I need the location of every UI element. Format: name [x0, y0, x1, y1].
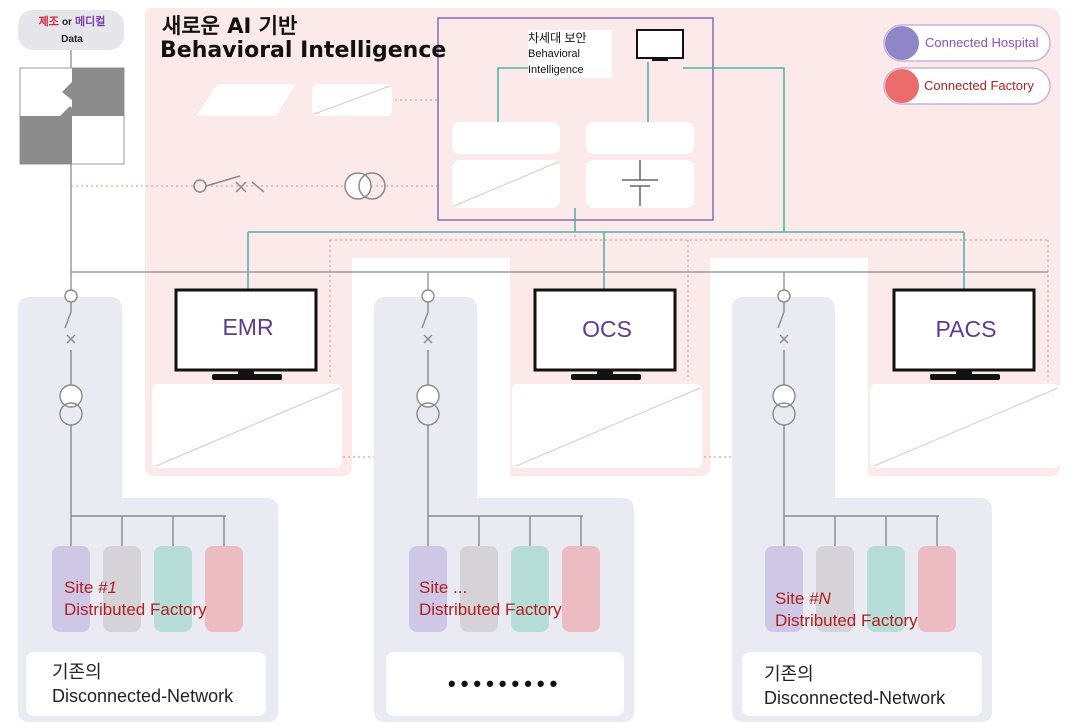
site-1-unit-3 [154, 546, 192, 632]
switch-icon [193, 175, 265, 193]
box-slot [586, 160, 694, 208]
network-1-line1: 기존의 [52, 662, 102, 682]
puzzle-icon [19, 67, 125, 165]
sketch-shapes [196, 84, 392, 116]
network-2-dots: ••••••••• [448, 671, 563, 696]
site-2-unit-2 [460, 546, 498, 632]
title-english: Behavioral Intelligence [160, 38, 447, 63]
legend-factory [883, 67, 1051, 105]
main-bus [70, 50, 1048, 290]
site-2-prefix: Site [419, 578, 454, 597]
network-3-label: 기존의 Disconnected-Network [764, 662, 945, 710]
center-box-line2: Behavioral [528, 48, 580, 60]
monitor-ocs-label: OCS [582, 316, 632, 342]
ai-region [145, 8, 1060, 476]
site-2-subtitle: Distributed Factory [419, 600, 562, 619]
transformer-icon [344, 172, 386, 200]
monitor-emr-label: EMR [222, 314, 274, 340]
monitor-emr [174, 288, 318, 380]
feeder-1 [59, 289, 226, 546]
site-3-suffix: #N [809, 589, 831, 608]
site-1-prefix: Site [64, 578, 99, 597]
site-3-unit-2 [816, 546, 854, 632]
monitor-ocs [533, 288, 677, 380]
site-2-unit-1 [409, 546, 447, 632]
site-1-unit-4 [205, 546, 243, 632]
server-panels [152, 384, 1060, 468]
center-box-line3: Intelligence [528, 64, 584, 76]
network-box-1 [26, 652, 266, 716]
network-3-line1: 기존의 [764, 664, 814, 684]
feeders [59, 289, 939, 546]
site-1-suffix: #1 [98, 578, 117, 597]
data-badge-label: 제조 or 메디컬 Data [24, 14, 120, 48]
site-3-prefix: Site [775, 589, 810, 608]
legend-hospital [883, 24, 1051, 62]
monitor-pacs [892, 288, 1036, 380]
feeder-2 [416, 289, 583, 546]
capacitor-icon [622, 160, 658, 206]
site-3-unit-3 [867, 546, 905, 632]
site-3-unit-4 [918, 546, 956, 632]
site-3-subtitle: Distributed Factory [775, 611, 918, 630]
monitor-small-icon [636, 29, 684, 61]
network-1-line2: Disconnected-Network [52, 686, 234, 706]
site-units [52, 546, 956, 632]
title-korean: 새로운 AI 기반 [162, 14, 298, 38]
legend-factory-label: Connected Factory [924, 78, 1034, 93]
legend-hospital-label: Connected Hospital [925, 35, 1039, 50]
network-box-2 [386, 652, 624, 716]
network-1-label: 기존의 Disconnected-Network [52, 660, 233, 708]
site-1-subtitle: Distributed Factory [64, 600, 207, 619]
data-badge [18, 10, 124, 50]
site-2-suffix: ... [453, 578, 468, 597]
site-2-label: Site ... Distributed Factory [419, 577, 562, 621]
feeder-3 [772, 289, 939, 546]
network-3-line2: Disconnected-Network [764, 688, 946, 708]
data-badge-or: or [61, 17, 72, 28]
network-box-3 [742, 652, 982, 716]
site-1-unit-1 [52, 546, 90, 632]
site-2-unit-3 [511, 546, 549, 632]
box-slot [586, 122, 694, 154]
data-badge-medical: 메디컬 [75, 16, 106, 28]
site-3-unit-1 [765, 546, 803, 632]
box-slot [452, 122, 560, 154]
site-1-label: Site #1 Distributed Factory [64, 577, 207, 621]
data-badge-manufacturing: 제조 [38, 16, 59, 28]
center-box-line1: 차세대 보안 [528, 31, 587, 45]
site-2-unit-4 [562, 546, 600, 632]
site-3-label: Site #N Distributed Factory [775, 588, 918, 632]
data-badge-data: Data [61, 34, 83, 45]
monitor-pacs-label: PACS [935, 316, 997, 342]
center-box-label: 차세대 보안 Behavioral Intelligence [528, 30, 612, 78]
site-1-unit-2 [103, 546, 141, 632]
teal-links [247, 62, 965, 290]
